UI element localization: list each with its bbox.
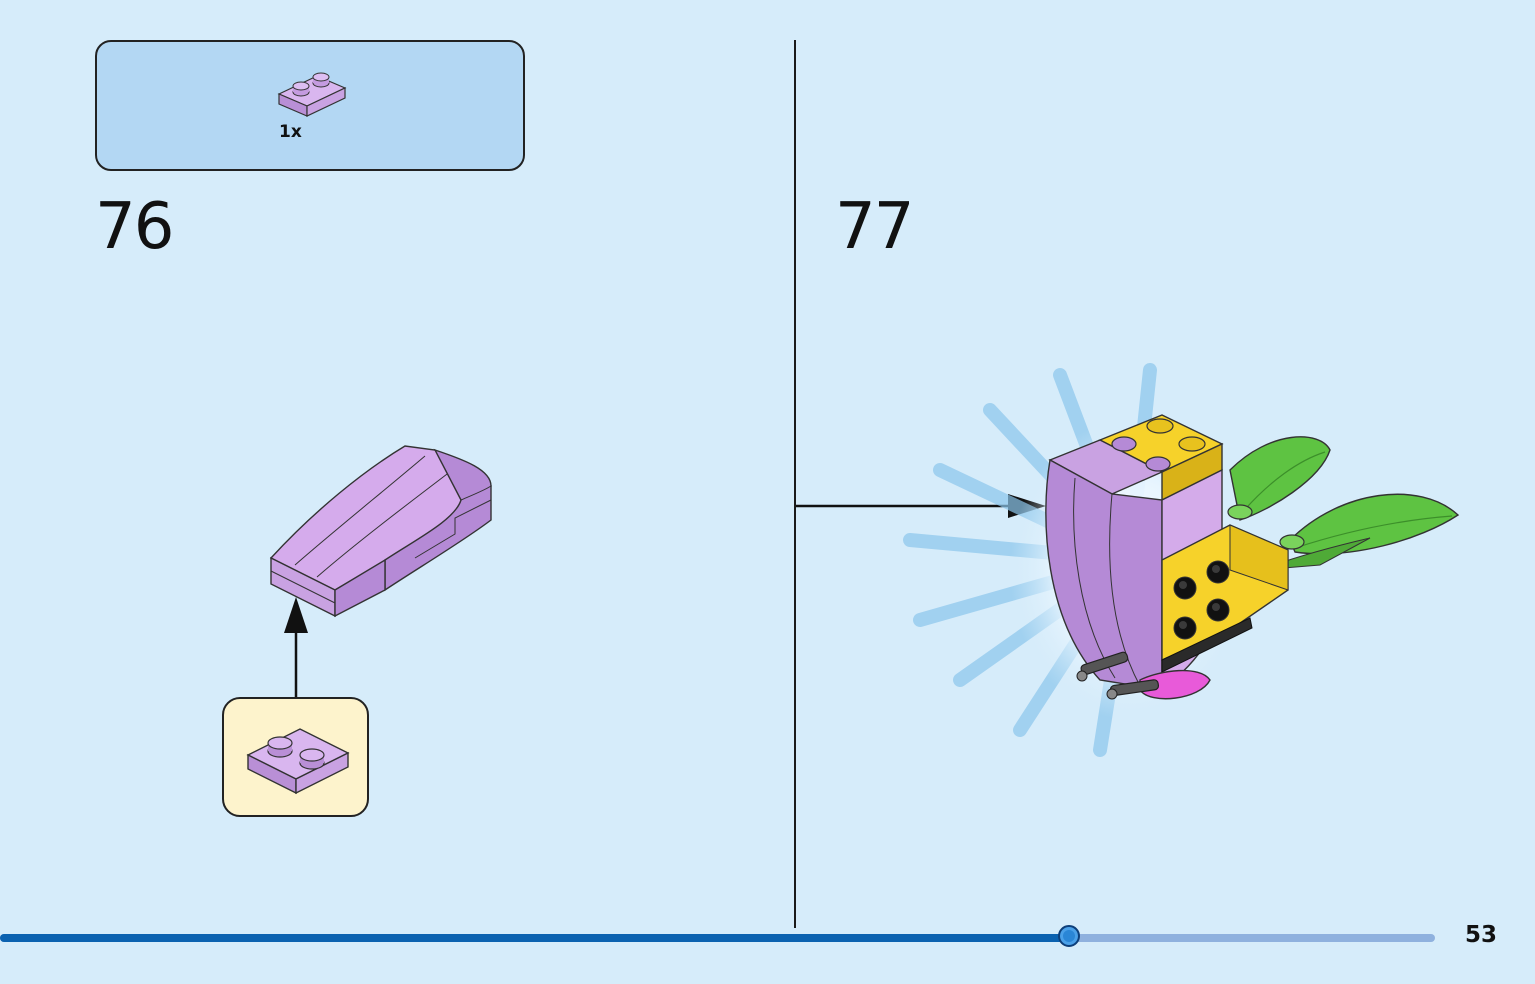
flower-model-illustration (903, 363, 1460, 757)
step-divider (794, 40, 796, 928)
step-number-77: 77 (835, 190, 914, 264)
insert-arrow (284, 597, 308, 697)
page-number: 53 (1465, 922, 1498, 948)
progress-fill (0, 934, 1070, 942)
parts-list-box: 1x (95, 40, 525, 171)
plate-1x2-part-icon (277, 72, 347, 117)
wedge-assembly-illustration (269, 445, 493, 618)
step-number-76: 76 (95, 190, 174, 264)
part-quantity-label: 1x (279, 122, 302, 142)
progress-knob (1058, 925, 1081, 947)
progress-bar (0, 925, 1435, 947)
part-callout-box (222, 697, 369, 817)
plate-1x2-callout-icon (246, 728, 350, 795)
